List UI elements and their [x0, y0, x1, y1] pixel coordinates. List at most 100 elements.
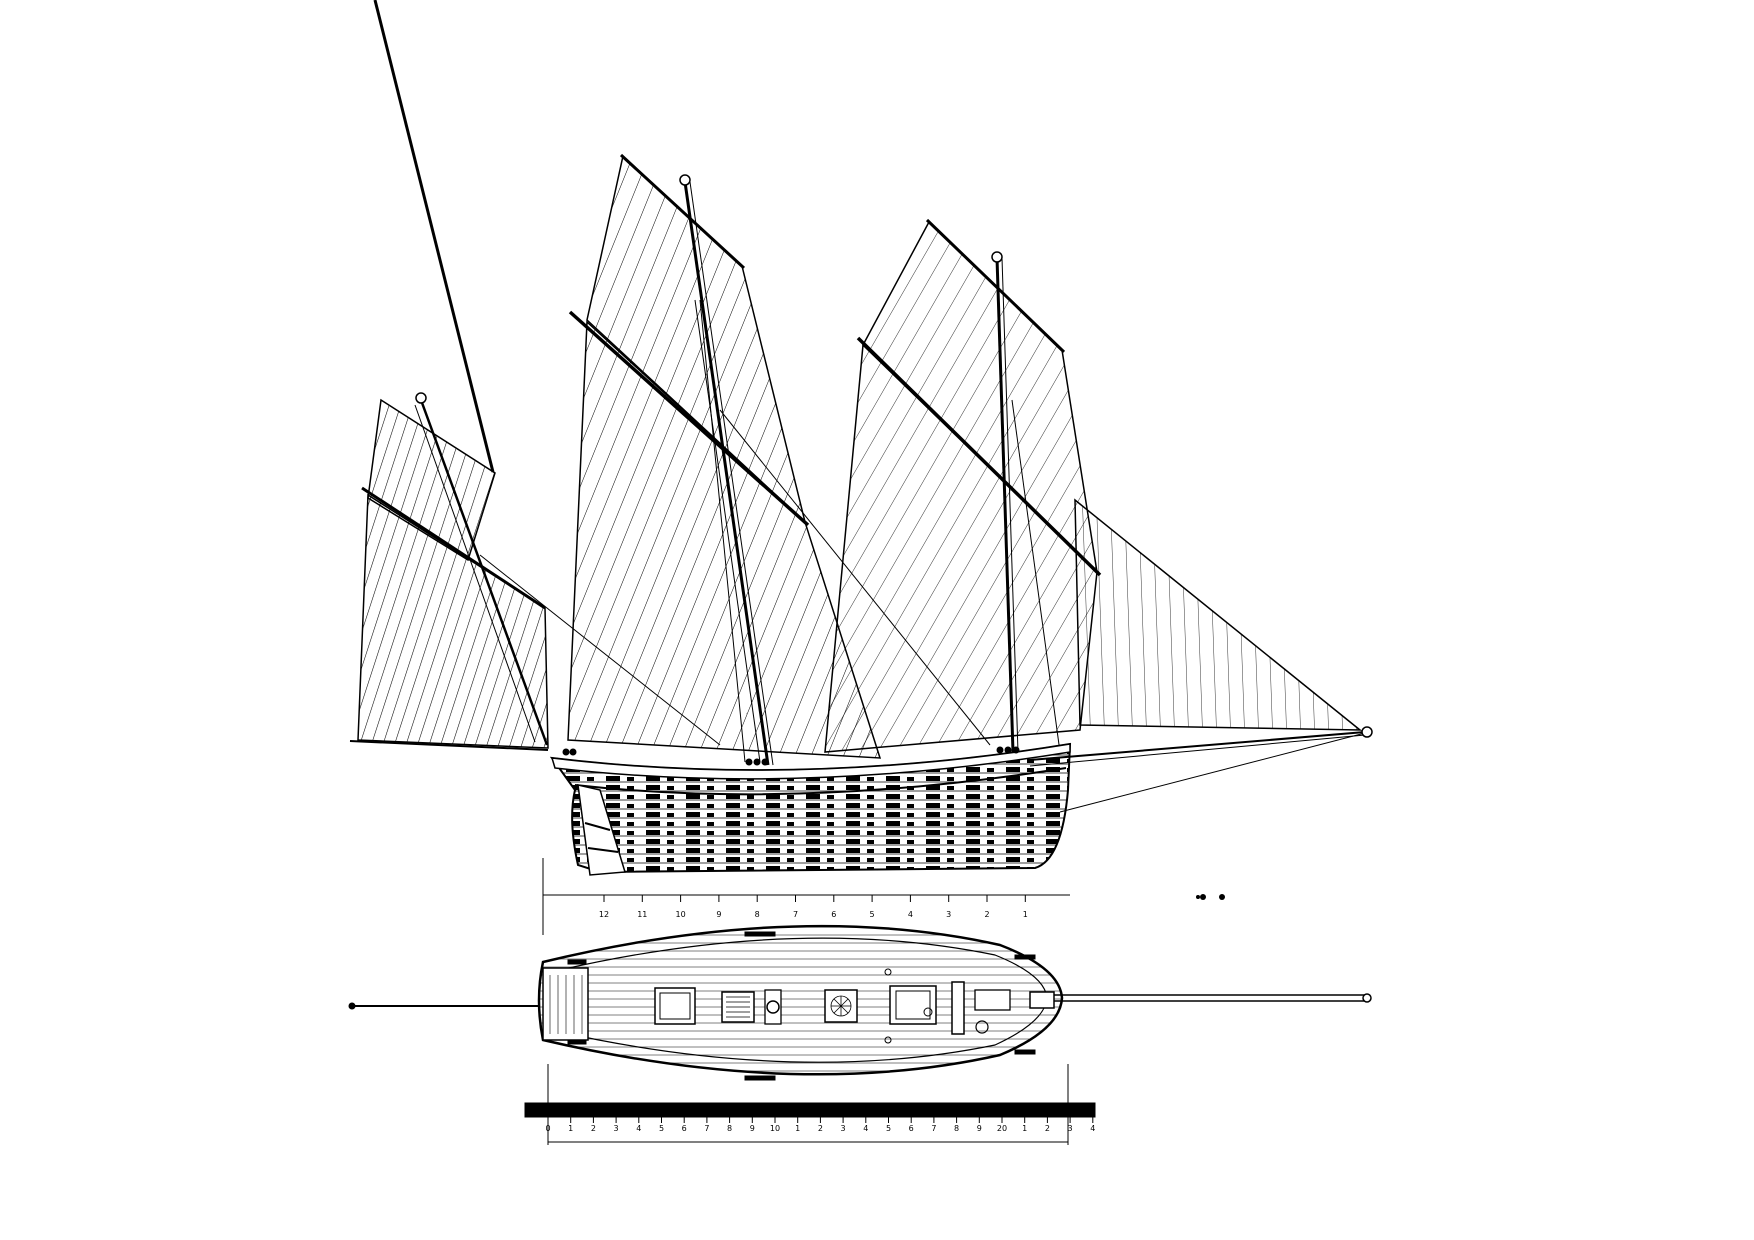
station-label: 1 — [1023, 910, 1028, 919]
scale-label: 2 — [1045, 1124, 1050, 1133]
hull-rail — [550, 743, 1071, 780]
mizzen-boom — [349, 740, 549, 751]
scale-label: 4 — [1090, 1124, 1095, 1133]
scale-label: 1 — [1022, 1124, 1027, 1133]
transom-plan — [542, 967, 589, 1041]
fore-sails — [824, 218, 1373, 813]
hull-plan-outline — [537, 924, 1064, 1076]
aft-hatch — [654, 987, 696, 1025]
boom-end-icon — [348, 1002, 356, 1010]
rudder-band — [587, 847, 619, 853]
scale-label: 9 — [977, 1124, 982, 1133]
station-label: 3 — [946, 910, 951, 919]
fore-shroud — [1011, 399, 1061, 753]
station-label: 2 — [984, 910, 989, 919]
scale-label: 5 — [886, 1124, 891, 1133]
fore-yard — [856, 336, 1102, 577]
aft-hatch-inner — [659, 992, 691, 1020]
scale-label: 6 — [682, 1124, 687, 1133]
station-scale: 12 11 10 9 8 7 6 5 4 3 2 1 — [542, 858, 1070, 935]
main-shroud-2 — [699, 299, 746, 763]
scale-label: 7 — [704, 1124, 709, 1133]
deck-plan — [348, 924, 1372, 1081]
scale-label: 10 — [770, 1124, 780, 1133]
rudder-band — [584, 822, 611, 831]
station-label: 9 — [716, 910, 721, 919]
reference-marks — [1196, 894, 1225, 900]
bowsprit-step — [1029, 991, 1055, 1009]
windlass — [951, 981, 965, 1035]
station-ticks — [603, 895, 1026, 902]
scale-labels: 0 1 2 3 4 5 6 7 8 9 10 1 2 3 4 5 6 7 8 9 20 1 2 3 4 — [545, 1124, 1095, 1133]
scale-label: 3 — [1068, 1124, 1073, 1133]
main-sails — [567, 153, 991, 766]
bowsprit — [1029, 731, 1366, 761]
scale-label: 8 — [727, 1124, 732, 1133]
plan-chainplates — [567, 931, 1036, 1081]
compass-rose-icon — [830, 995, 852, 1017]
scale-ticks — [547, 1117, 1094, 1123]
station-label: 8 — [755, 910, 760, 919]
fore-top-yard — [925, 218, 1066, 354]
station-label: 4 — [908, 910, 913, 919]
station-label: 11 — [637, 910, 647, 919]
grating-bars — [726, 996, 750, 1018]
scale-label: 5 — [659, 1124, 664, 1133]
jib-sail — [1074, 498, 1363, 731]
scale-label: 1 — [568, 1124, 573, 1133]
masthead-ball-icon — [991, 251, 1003, 263]
mizzen-shroud — [414, 404, 536, 743]
scale-label: 20 — [997, 1124, 1007, 1133]
mizzen-sails — [349, 0, 721, 751]
scale-label: 3 — [614, 1124, 619, 1133]
station-label: 5 — [870, 910, 875, 919]
main-yard — [568, 310, 810, 527]
mizzen-mast — [419, 399, 549, 746]
transom-planking — [549, 975, 583, 1034]
main-mast-inner — [689, 181, 774, 766]
main-top-yard — [619, 153, 746, 270]
pump-icon — [923, 1007, 933, 1017]
station-labels: 12 11 10 9 8 7 6 5 4 3 2 1 — [599, 910, 1028, 919]
chainplates — [562, 746, 1020, 766]
scale-label: 1 — [795, 1124, 800, 1133]
main-shroud-1 — [694, 299, 761, 763]
hull-side — [549, 742, 1072, 876]
scale-label: 9 — [750, 1124, 755, 1133]
station-label: 7 — [793, 910, 798, 919]
scale-bar-solid — [524, 1102, 1096, 1118]
station-label: 10 — [676, 910, 686, 919]
capstan — [766, 1000, 780, 1014]
scale-label: 0 — [545, 1124, 550, 1133]
fore-hatch — [889, 985, 937, 1025]
bowsprit-inner — [1029, 734, 1366, 767]
scale-bar: 0 1 2 3 4 5 6 7 8 9 10 1 2 3 4 5 6 7 8 9 20 1 2 3 4 — [524, 1064, 1096, 1145]
masthead-ball-icon — [415, 392, 427, 404]
station-label: 6 — [831, 910, 836, 919]
hawse-icon — [975, 1020, 989, 1034]
scale-label: 3 — [841, 1124, 846, 1133]
main-mast — [683, 181, 770, 766]
mizzen-yard — [361, 486, 546, 610]
bitts — [974, 989, 1011, 1011]
fore-mast-inner — [1001, 257, 1019, 753]
scale-label: 4 — [863, 1124, 868, 1133]
scale-label: 2 — [591, 1124, 596, 1133]
bowsprit-ball-icon — [1361, 726, 1373, 738]
pump-icon — [884, 968, 892, 976]
scale-label: 2 — [818, 1124, 823, 1133]
rudder — [577, 784, 626, 876]
scale-label: 4 — [636, 1124, 641, 1133]
side-elevation — [349, 0, 1373, 876]
scale-label: 6 — [909, 1124, 914, 1133]
bobstay — [1059, 732, 1366, 813]
scale-label: 8 — [954, 1124, 959, 1133]
scale-label: 7 — [931, 1124, 936, 1133]
fore-hatch-inner — [895, 990, 931, 1020]
masthead-ball-icon — [679, 174, 691, 186]
mizzen-top-yard — [373, 0, 495, 473]
station-label: 12 — [599, 910, 609, 919]
pump-icon — [884, 1036, 892, 1044]
bowsprit-ball-icon — [1362, 993, 1372, 1003]
